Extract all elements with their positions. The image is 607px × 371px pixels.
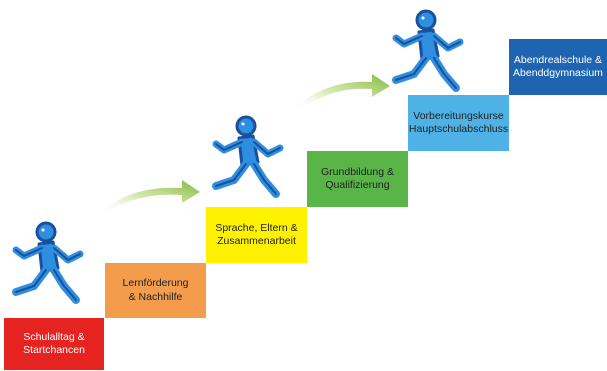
curved-arrow-icon [100,180,200,214]
step-grundbildung: Grundbildung & Qualifizierung [307,151,408,207]
step-label: Grundbildung & Qualifizierung [321,165,394,191]
running-figure-icon [392,9,464,92]
step-vorbereitungskurse: Vorbereitungskurse Hauptschulabschluss [408,95,509,151]
step-label: Abendrealschule & Abenddgymnasium [513,53,603,79]
step-schulalltag: Schulalltag & Startchancen [4,318,104,370]
curved-arrow-icon [294,74,390,110]
step-lernfoerderung: Lernförderung & Nachhilfe [105,263,206,318]
step-label: Vorbereitungskurse Hauptschulabschluss [408,109,509,135]
running-figure-icon [212,115,284,198]
step-label: Schulalltag & Startchancen [23,330,85,356]
step-label: Sprache, Eltern & Zusammenarbeit [215,221,298,247]
step-abendrealschule: Abendrealschule & Abenddgymnasium [509,39,607,95]
step-label: Lernförderung & Nachhilfe [122,277,189,303]
step-sprache: Sprache, Eltern & Zusammenarbeit [206,207,307,263]
running-figure-icon [12,221,84,304]
